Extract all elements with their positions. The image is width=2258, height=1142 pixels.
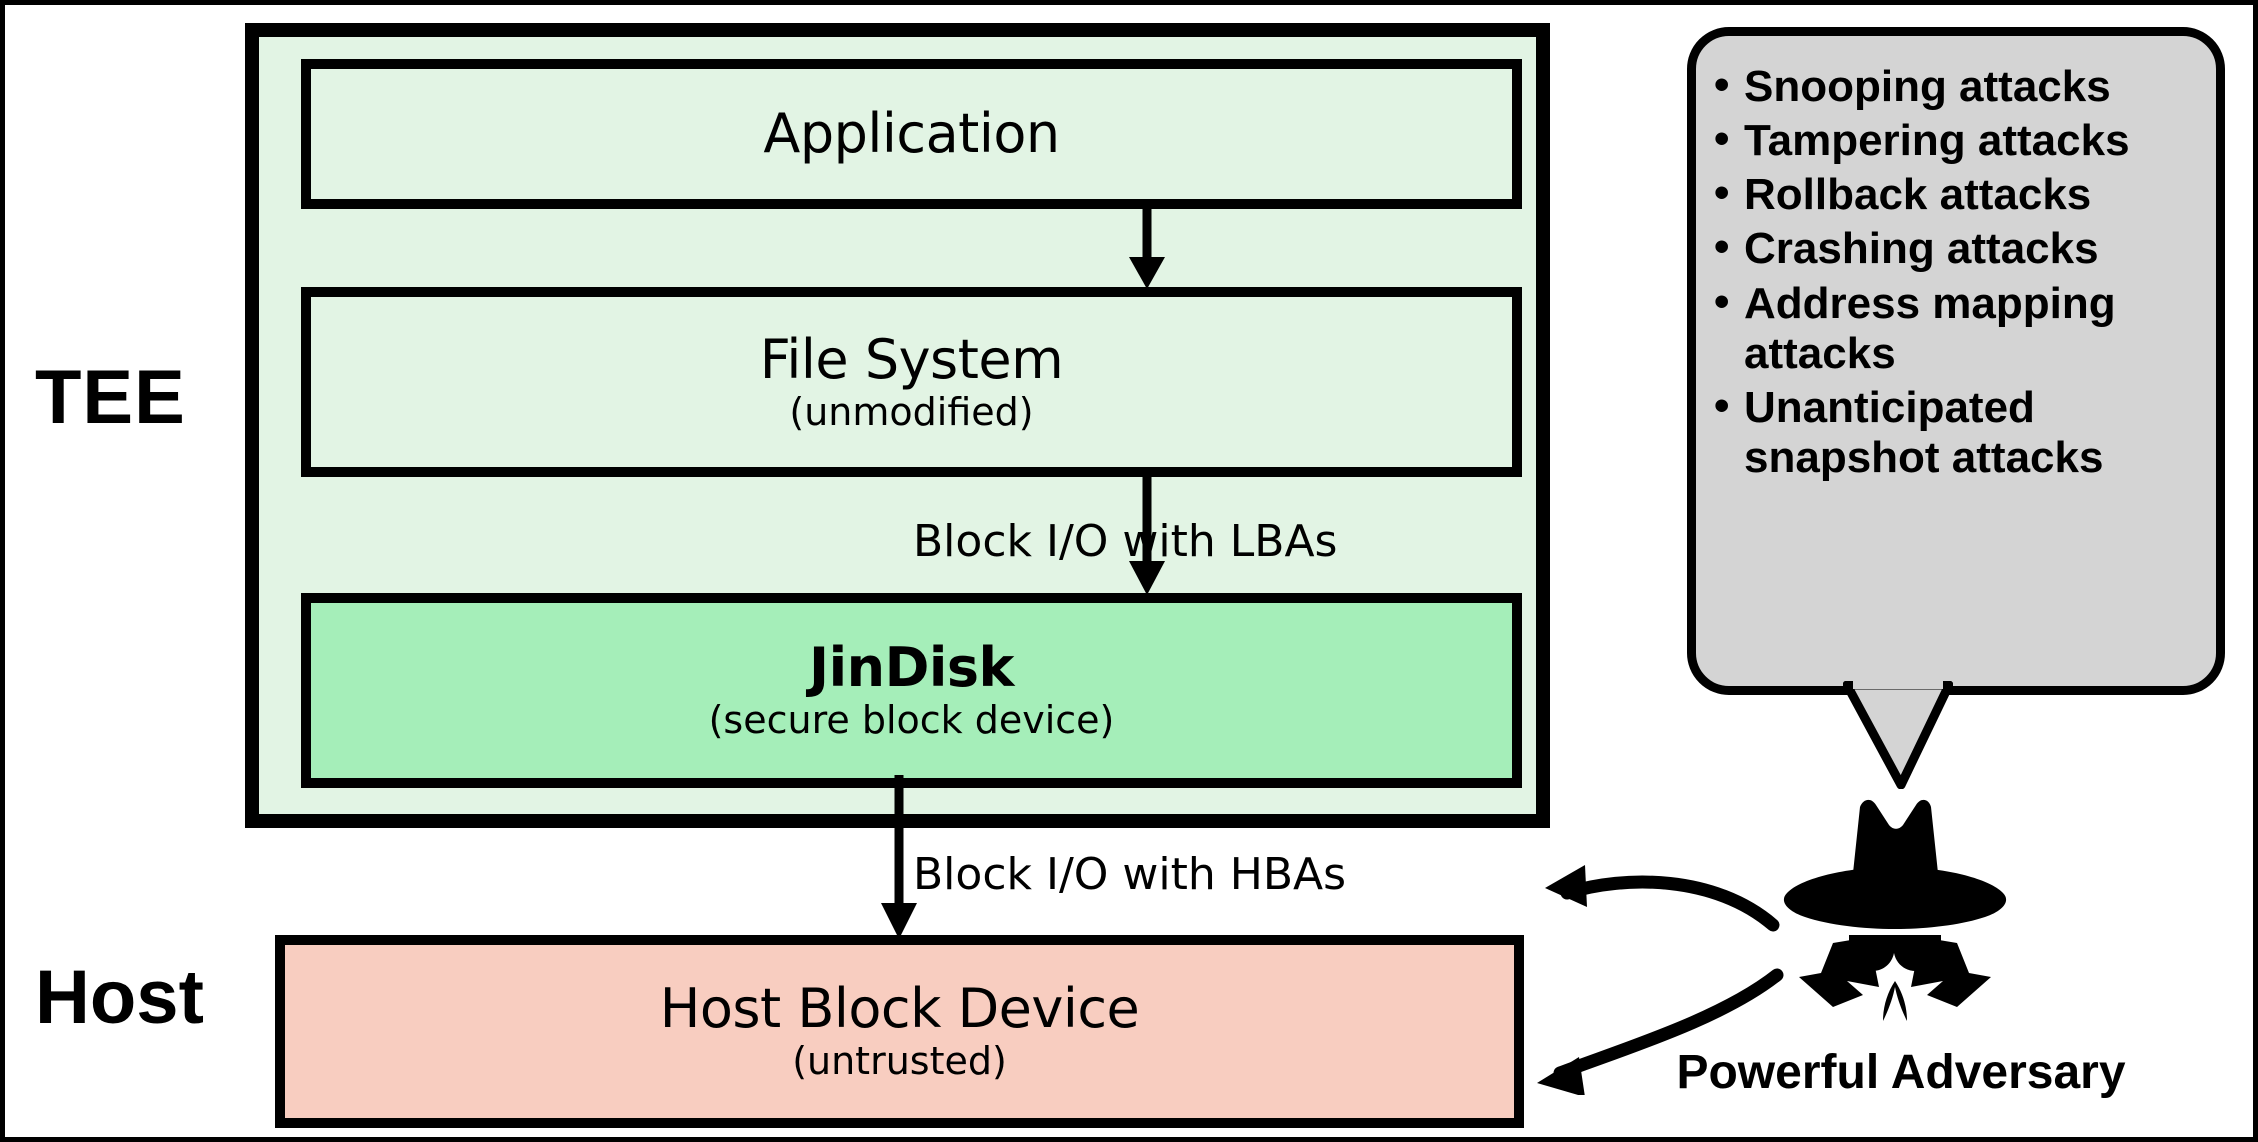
list-item: Snooping attacks	[1714, 60, 2208, 112]
node-file-system-title: File System	[759, 327, 1064, 391]
host-zone-label: Host	[35, 955, 204, 1040]
node-file-system[interactable]: File System (unmodified)	[301, 287, 1522, 477]
node-file-system-subtitle: (unmodified)	[789, 389, 1034, 434]
edge-label-block-io-lbas: Block I/O with LBAs	[913, 516, 1338, 567]
list-item: Tampering attacks	[1714, 114, 2208, 166]
attack-list: Snooping attacks Tampering attacks Rollb…	[1696, 36, 2216, 483]
node-application-title: Application	[763, 102, 1060, 166]
list-item: Crashing attacks	[1714, 222, 2208, 274]
attack-list-callout: Snooping attacks Tampering attacks Rollb…	[1687, 27, 2225, 695]
list-item: Rollback attacks	[1714, 168, 2208, 220]
node-application[interactable]: Application	[301, 59, 1522, 209]
arrow-application-to-file-system	[1129, 209, 1165, 289]
callout-tail-icon	[1843, 681, 1953, 789]
arrow-jindisk-to-host-block-device	[881, 775, 917, 939]
node-host-block-device-subtitle: (untrusted)	[792, 1039, 1007, 1084]
list-item: Unanticipated snapshot attacks	[1714, 381, 2208, 483]
adversary-label: Powerful Adversary	[1676, 1046, 2126, 1099]
edge-label-block-io-hbas: Block I/O with HBAs	[913, 849, 1347, 900]
node-host-block-device[interactable]: Host Block Device (untrusted)	[275, 935, 1524, 1128]
spy-incognito-icon	[1783, 799, 2007, 1021]
node-jindisk-title: JinDisk	[809, 636, 1014, 700]
arrow-file-system-to-jindisk	[1129, 477, 1165, 595]
adversary-attack-arrows	[1537, 865, 1784, 1095]
tee-zone-label: TEE	[35, 355, 186, 440]
tee-boundary-box: Application File System (unmodified) Jin…	[245, 23, 1550, 828]
node-jindisk[interactable]: JinDisk (secure block device)	[301, 593, 1522, 788]
list-item: Address mapping attacks	[1714, 277, 2208, 379]
node-host-block-device-title: Host Block Device	[659, 977, 1140, 1041]
node-jindisk-subtitle: (secure block device)	[708, 698, 1115, 743]
